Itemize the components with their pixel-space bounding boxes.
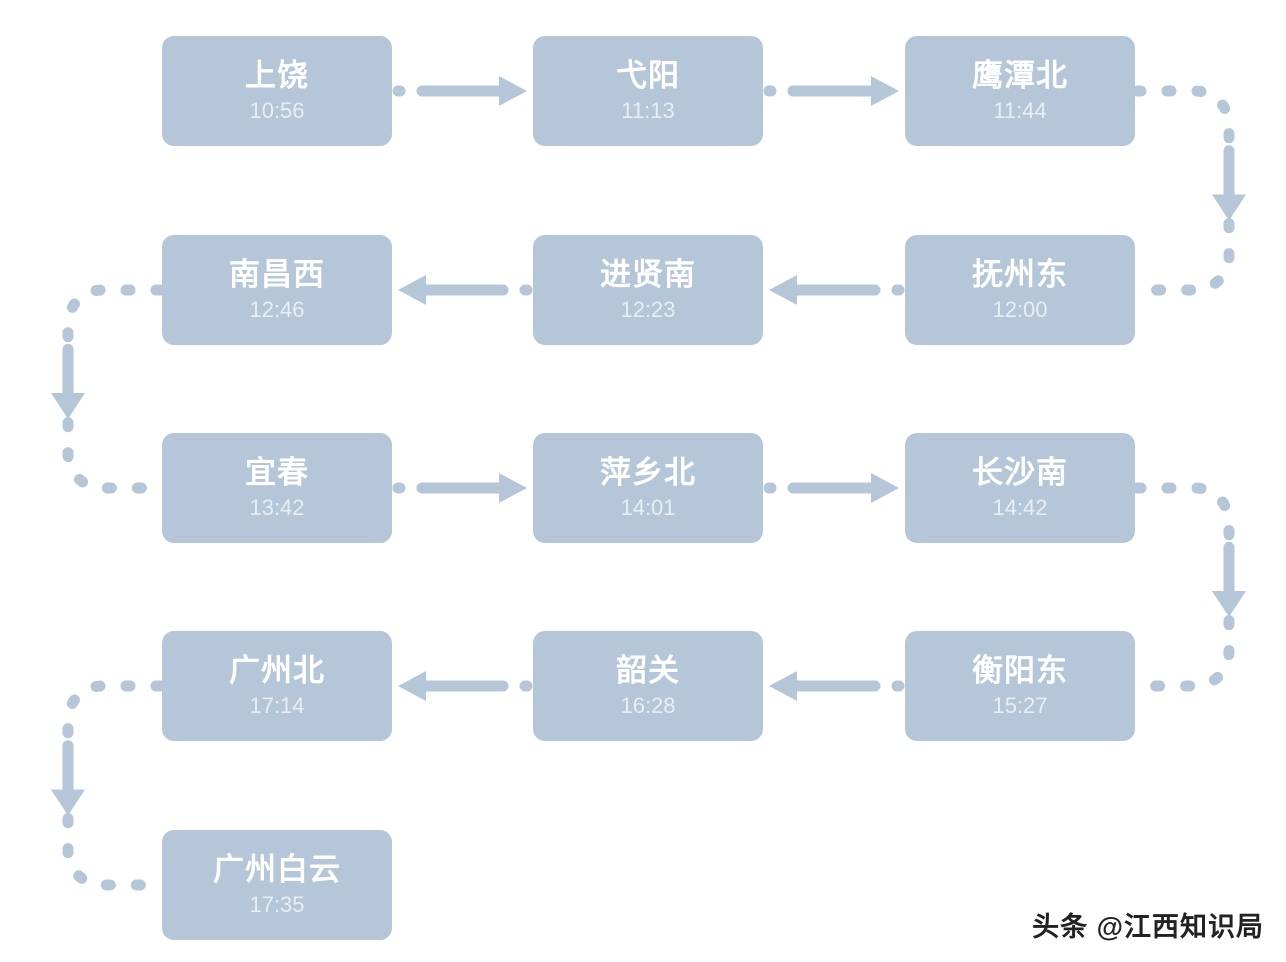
station-name: 萍乡北 <box>600 454 696 490</box>
station-time: 10:56 <box>249 97 305 123</box>
connector-arrow-left <box>392 270 533 310</box>
station-node[interactable]: 抚州东 12:00 <box>905 235 1135 345</box>
station-name: 南昌西 <box>229 256 325 292</box>
connector-arrow-right <box>392 468 533 508</box>
connector-dashed-wrap-right <box>1125 77 1255 304</box>
connector-dashed-wrap-left <box>42 672 172 899</box>
station-name: 上饶 <box>245 57 309 93</box>
watermark: 头条 @江西知识局 <box>1032 912 1264 942</box>
station-node[interactable]: 南昌西 12:46 <box>162 235 392 345</box>
connector-arrow-left <box>763 666 905 706</box>
station-time: 12:23 <box>620 296 676 322</box>
station-node[interactable]: 萍乡北 14:01 <box>533 433 763 543</box>
station-node[interactable]: 进贤南 12:23 <box>533 235 763 345</box>
station-time: 14:01 <box>620 494 676 520</box>
station-time: 17:35 <box>249 891 305 917</box>
connector-arrow-right <box>763 468 905 508</box>
station-node[interactable]: 广州白云 17:35 <box>162 830 392 940</box>
station-node[interactable]: 衡阳东 15:27 <box>905 631 1135 741</box>
station-name: 长沙南 <box>972 454 1068 490</box>
connector-arrow-left <box>392 666 533 706</box>
connector-arrow-right <box>392 71 533 111</box>
station-name: 衡阳东 <box>972 652 1068 688</box>
station-node[interactable]: 鹰潭北 11:44 <box>905 36 1135 146</box>
station-node[interactable]: 宜春 13:42 <box>162 433 392 543</box>
station-time: 11:13 <box>621 97 675 123</box>
station-name: 广州北 <box>229 652 325 688</box>
station-time: 13:42 <box>249 494 305 520</box>
station-name: 宜春 <box>245 454 309 490</box>
station-node[interactable]: 上饶 10:56 <box>162 36 392 146</box>
station-name: 广州白云 <box>213 851 341 887</box>
station-name: 韶关 <box>616 652 680 688</box>
station-time: 11:44 <box>993 97 1047 123</box>
station-node[interactable]: 弋阳 11:13 <box>533 36 763 146</box>
station-time: 17:14 <box>249 692 305 718</box>
connector-dashed-wrap-left <box>42 276 172 502</box>
station-name: 进贤南 <box>600 256 696 292</box>
station-name: 鹰潭北 <box>972 57 1068 93</box>
station-node[interactable]: 韶关 16:28 <box>533 631 763 741</box>
station-time: 12:46 <box>249 296 305 322</box>
station-time: 12:00 <box>992 296 1048 322</box>
station-time: 16:28 <box>620 692 676 718</box>
station-name: 弋阳 <box>616 57 680 93</box>
station-name: 抚州东 <box>972 256 1068 292</box>
connector-arrow-right <box>763 71 905 111</box>
station-time: 15:27 <box>992 692 1048 718</box>
connector-dashed-wrap-right <box>1125 474 1255 700</box>
connector-arrow-left <box>763 270 905 310</box>
station-node[interactable]: 广州北 17:14 <box>162 631 392 741</box>
station-node[interactable]: 长沙南 14:42 <box>905 433 1135 543</box>
station-time: 14:42 <box>992 494 1048 520</box>
